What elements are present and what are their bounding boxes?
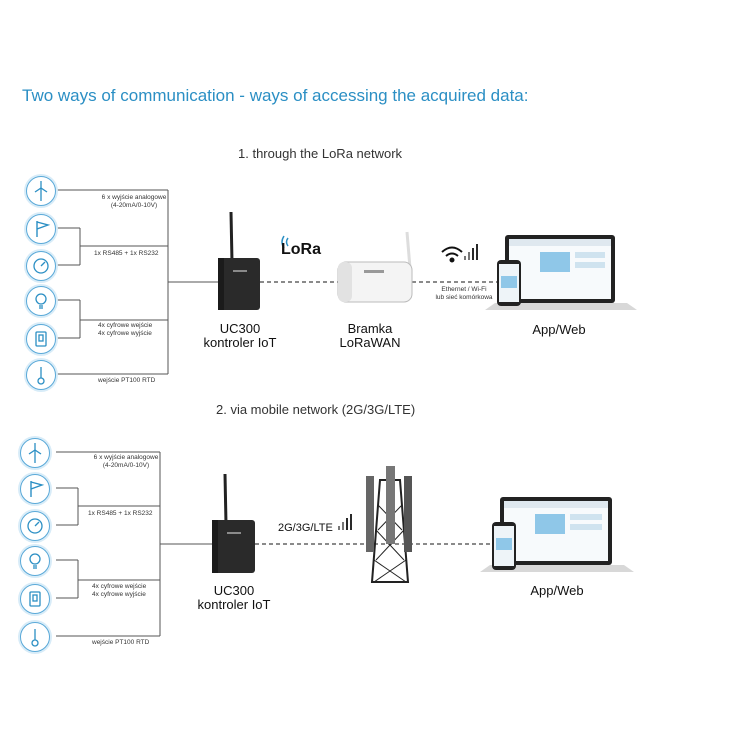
lora-waves-icon <box>281 235 289 249</box>
laptop-icon <box>480 497 634 572</box>
section2-heading: 2. via mobile network (2G/3G/LTE) <box>216 402 416 417</box>
signal-bars-icon <box>338 514 352 530</box>
serial-ports-label: 1x RS485 + 1x RS232 <box>88 510 153 517</box>
bulb-icon <box>20 546 50 576</box>
bulb-icon <box>26 286 56 316</box>
section1-heading: 1. through the LoRa network <box>238 146 403 161</box>
page-title: Two ways of communication - ways of acce… <box>22 86 529 105</box>
uc300-controller-icon <box>218 211 260 310</box>
app-web-label: App/Web <box>530 583 584 598</box>
valve-icon <box>20 474 50 504</box>
thermometer-icon <box>20 622 50 652</box>
network-type-label: 2G/3G/LTE <box>278 522 333 534</box>
switch-icon <box>20 584 50 614</box>
uc300-controller-icon <box>212 473 255 573</box>
meter-icon <box>20 511 50 541</box>
phone-icon <box>497 260 521 306</box>
lorawan-gateway-icon <box>337 231 413 303</box>
phone-icon <box>492 522 516 570</box>
laptop-icon <box>485 235 637 310</box>
cell-tower-icon <box>366 466 412 583</box>
lora-logo: LoRa <box>281 241 321 258</box>
section1-wiring <box>56 189 218 375</box>
analog-output-label: 6 x wyjście analogowe(4-20mA/0-10V) <box>101 194 167 209</box>
switch-icon <box>26 324 56 354</box>
signal-bars-icon <box>464 244 478 260</box>
rtd-input-label: wejście PT100 RTD <box>92 639 150 646</box>
analog-output-label: 6 x wyjście analogowe(4-20mA/0-10V) <box>93 454 159 469</box>
app-web-label: App/Web <box>532 322 586 337</box>
rtd-input-label: wejście PT100 RTD <box>98 377 156 384</box>
meter-icon <box>26 251 56 281</box>
valve-icon <box>26 214 56 244</box>
wind-turbine-icon <box>20 438 50 468</box>
section2-wiring <box>56 451 212 637</box>
serial-ports-label: 1x RS485 + 1x RS232 <box>94 250 159 257</box>
wind-turbine-icon <box>26 176 56 206</box>
wifi-icon <box>441 246 463 263</box>
thermometer-icon <box>26 360 56 390</box>
